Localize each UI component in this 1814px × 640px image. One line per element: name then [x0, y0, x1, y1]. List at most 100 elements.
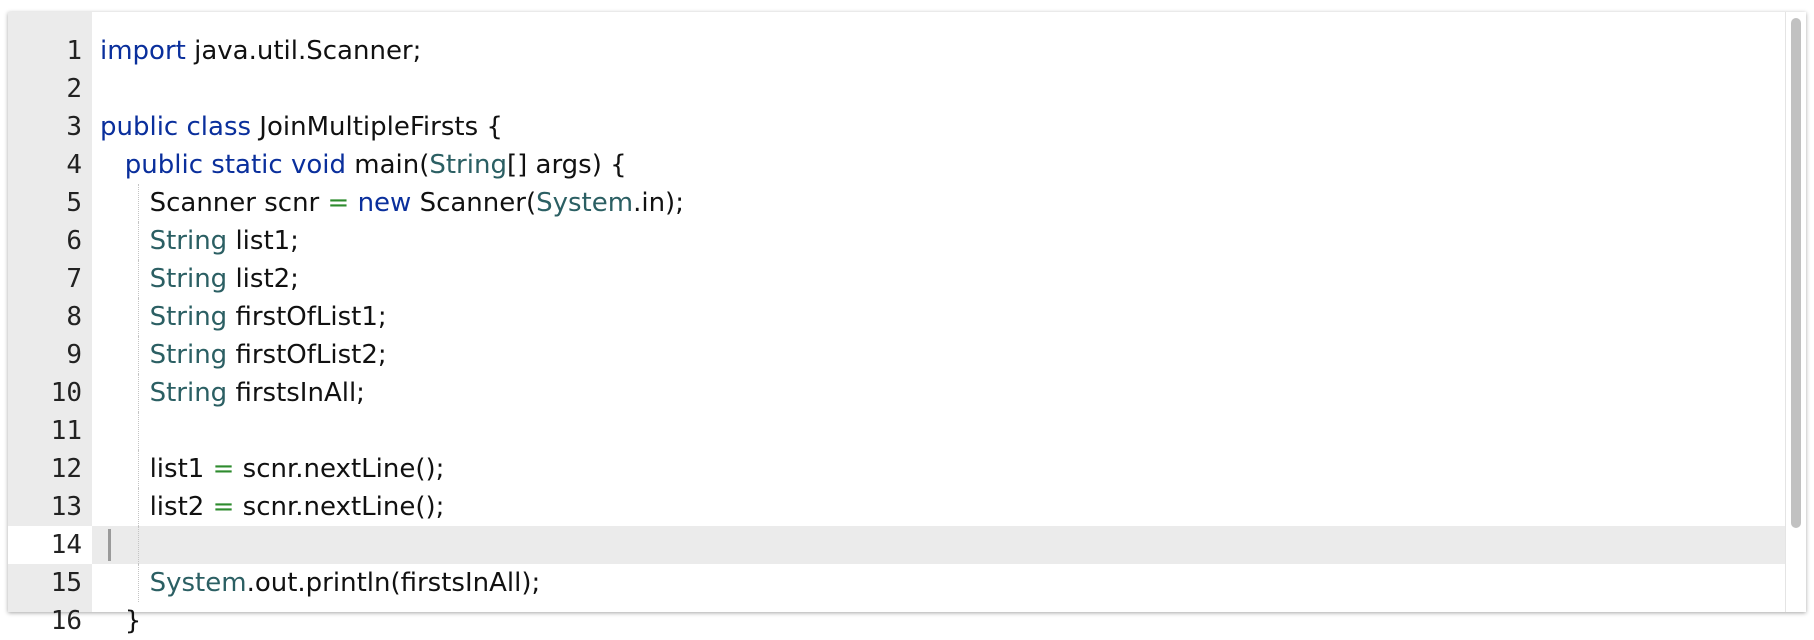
indent-guide	[138, 412, 139, 450]
line-number: 6	[66, 226, 82, 256]
line-number: 12	[50, 454, 82, 484]
code-line[interactable]: 7 String list2;	[8, 260, 1786, 298]
code-token: .in);	[633, 188, 684, 218]
indent-guide	[138, 564, 139, 602]
line-code[interactable]: public class JoinMultipleFirsts {	[100, 108, 503, 146]
line-number: 10	[50, 378, 82, 408]
code-line[interactable]: 10 String firstsInAll;	[8, 374, 1786, 412]
code-line[interactable]: 12 list1 = scnr.nextLine();	[8, 450, 1786, 488]
code-token: scnr.nextLine();	[234, 454, 445, 484]
line-number: 2	[66, 74, 82, 104]
text-cursor	[108, 529, 111, 561]
code-token: main(	[345, 150, 430, 180]
indent-guide	[138, 222, 139, 260]
code-token	[100, 264, 150, 294]
type-token: String	[429, 150, 507, 180]
indent-guide	[138, 374, 139, 412]
line-code[interactable]: String list1;	[100, 222, 299, 260]
line-code[interactable]: String firstOfList1;	[100, 298, 387, 336]
line-code[interactable]: String firstsInAll;	[100, 374, 365, 412]
line-number: 11	[50, 416, 82, 446]
code-line[interactable]: 5 Scanner scnr = new Scanner(System.in);	[8, 184, 1786, 222]
code-line[interactable]: 1 import java.util.Scanner;	[8, 32, 1786, 70]
code-token: scnr.nextLine();	[234, 492, 445, 522]
code-line[interactable]: 6 String list1;	[8, 222, 1786, 260]
keyword-token: public	[100, 112, 179, 142]
keyword-token: static	[211, 150, 283, 180]
line-number: 13	[50, 492, 82, 522]
code-token	[349, 188, 357, 218]
line-number: 16	[50, 606, 82, 636]
operator-token: =	[327, 188, 350, 218]
line-number: 7	[66, 264, 82, 294]
code-token: .out.println(firstsInAll);	[246, 568, 541, 598]
code-token: Scanner scnr	[100, 188, 328, 218]
code-token	[100, 568, 150, 598]
code-line[interactable]: 9 String firstOfList2;	[8, 336, 1786, 374]
code-editor[interactable]: 1 import java.util.Scanner; 2 3 public class…	[8, 12, 1806, 636]
code-line[interactable]: 16 }	[8, 602, 1786, 640]
code-token: firstsInAll;	[227, 378, 365, 408]
code-token	[100, 150, 125, 180]
type-token: String	[149, 226, 228, 256]
code-token	[100, 302, 150, 332]
code-line[interactable]: 4 public static void main(String[] args)…	[8, 146, 1786, 184]
code-token: [] args) {	[506, 150, 627, 180]
type-token: String	[149, 340, 228, 370]
code-token	[283, 150, 291, 180]
indent-guide	[138, 184, 139, 222]
code-token	[100, 340, 150, 370]
code-line[interactable]: 11	[8, 412, 1786, 450]
operator-token: =	[212, 454, 235, 484]
code-lines[interactable]: 1 import java.util.Scanner; 2 3 public class…	[8, 32, 1786, 640]
line-code[interactable]: }	[100, 602, 142, 640]
keyword-token: import	[100, 36, 186, 66]
type-token: String	[149, 302, 228, 332]
line-code[interactable]: list2 = scnr.nextLine();	[100, 488, 445, 526]
code-line[interactable]: 2	[8, 70, 1786, 108]
code-line[interactable]: 14	[8, 526, 1786, 564]
line-number: 8	[66, 302, 82, 332]
code-token: Scanner(	[411, 188, 537, 218]
keyword-token: class	[186, 112, 252, 142]
code-line[interactable]: 8 String firstOfList1;	[8, 298, 1786, 336]
line-code[interactable]: public static void main(String[] args) {	[100, 146, 627, 184]
vertical-scrollbar[interactable]	[1785, 12, 1806, 612]
line-code[interactable]: String list2;	[100, 260, 299, 298]
code-token: }	[100, 606, 142, 636]
line-number: 14	[8, 526, 92, 564]
keyword-token: new	[357, 188, 412, 218]
line-code[interactable]: list1 = scnr.nextLine();	[100, 450, 445, 488]
line-number: 4	[66, 150, 82, 180]
line-number: 15	[50, 568, 82, 598]
code-token: list1;	[227, 226, 299, 256]
code-token: list2;	[227, 264, 299, 294]
line-code[interactable]: Scanner scnr = new Scanner(System.in);	[100, 184, 684, 222]
line-number: 1	[66, 36, 82, 66]
type-token: String	[149, 264, 228, 294]
line-number: 5	[66, 188, 82, 218]
code-token: java.util.Scanner;	[185, 36, 422, 66]
scrollbar-thumb[interactable]	[1791, 18, 1801, 528]
type-token: System	[149, 568, 247, 598]
code-line[interactable]: 15 System.out.println(firstsInAll);	[8, 564, 1786, 602]
line-number: 9	[66, 340, 82, 370]
code-line[interactable]: 3 public class JoinMultipleFirsts {	[8, 108, 1786, 146]
line-code[interactable]: import java.util.Scanner;	[100, 32, 421, 70]
operator-token: =	[212, 492, 235, 522]
code-line[interactable]: 13 list2 = scnr.nextLine();	[8, 488, 1786, 526]
keyword-token: public	[124, 150, 204, 180]
code-token: list1	[100, 454, 213, 484]
code-token	[100, 378, 150, 408]
type-token: String	[149, 378, 228, 408]
indent-guide	[138, 488, 139, 526]
code-token	[100, 226, 150, 256]
indent-guide	[138, 526, 139, 564]
keyword-token: void	[290, 150, 346, 180]
line-code[interactable]: String firstOfList2;	[100, 336, 387, 374]
indent-guide	[138, 336, 139, 374]
code-token: list2	[100, 492, 213, 522]
type-token: System	[536, 188, 634, 218]
line-code[interactable]: System.out.println(firstsInAll);	[100, 564, 541, 602]
line-number: 3	[66, 112, 82, 142]
